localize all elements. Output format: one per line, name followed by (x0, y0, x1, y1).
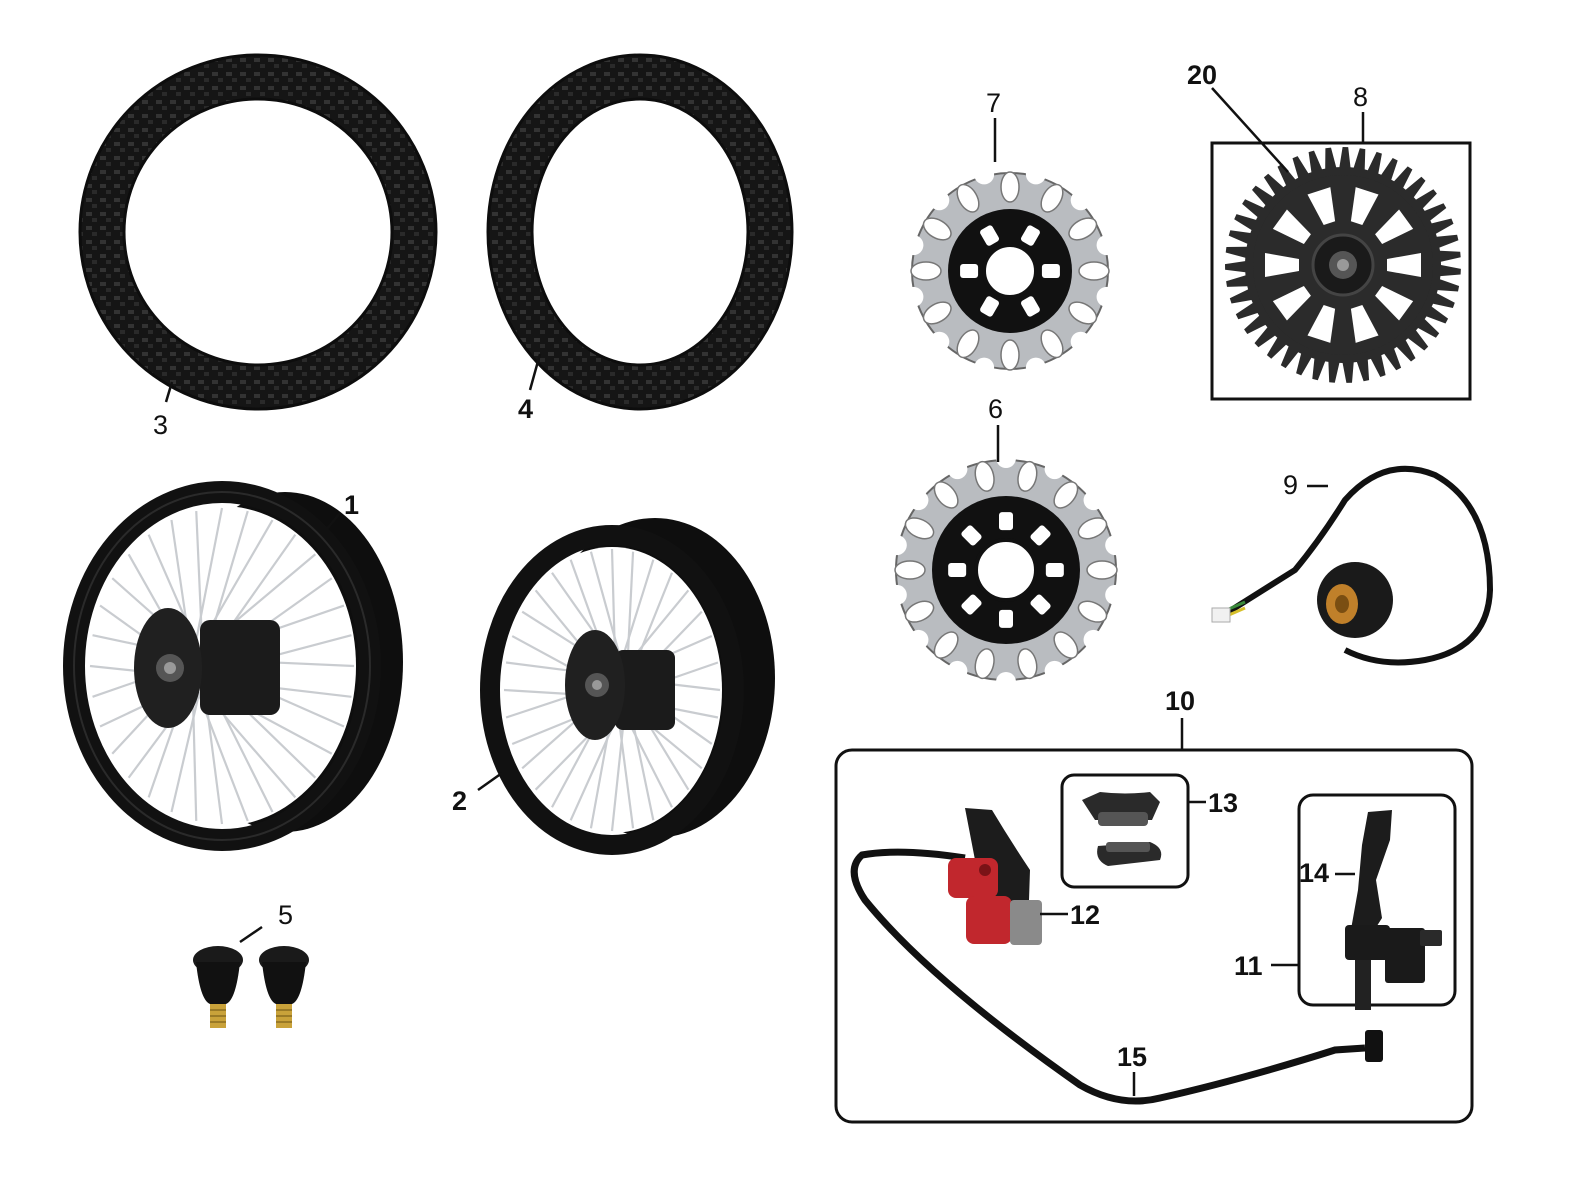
callout-8: 8 (1353, 82, 1368, 112)
brake-disc-part-7 (903, 164, 1117, 378)
frame-part-13 (1060, 773, 1190, 889)
callout-5: 5 (278, 900, 293, 930)
brake-hose-part-15 (850, 848, 1366, 1105)
callout-2: 2 (452, 786, 467, 816)
callout-10: 10 (1165, 686, 1195, 716)
wheel-part-1 (63, 481, 403, 851)
valve-stems-part-5 (193, 946, 309, 1028)
callout-12: 12 (1070, 900, 1100, 930)
callout-14: 14 (1299, 858, 1329, 888)
brake-disc-part-6 (886, 448, 1126, 692)
frame-part-11 (1297, 793, 1457, 1007)
wheel-part-2 (480, 518, 775, 855)
frame-part-8 (1210, 141, 1472, 401)
callout-3: 3 (153, 410, 168, 440)
brake-pads-part-13 (1082, 792, 1162, 866)
leader-20 (1211, 87, 1289, 173)
leader-1 (321, 512, 341, 536)
leader-5 (239, 925, 263, 944)
master-cylinder-part-11 (1345, 810, 1442, 1062)
callout-1: 1 (344, 490, 359, 520)
leader-2 (477, 771, 503, 792)
leader-3 (164, 381, 174, 403)
sprocket-part-20 (1225, 147, 1461, 383)
callout-13: 13 (1208, 788, 1238, 818)
spokes-part-2 (503, 548, 721, 832)
leader-4 (528, 353, 542, 391)
callout-9: 9 (1283, 470, 1298, 500)
speedo-cable-part-9 (1211, 465, 1494, 666)
callout-7: 7 (986, 88, 1001, 118)
frame-part-10 (834, 748, 1474, 1124)
caliper-part-12 (948, 808, 1042, 945)
tire-part-4 (486, 53, 794, 411)
callout-6: 6 (988, 394, 1003, 424)
tire-part-3 (78, 53, 438, 411)
callout-4: 4 (518, 394, 533, 424)
callout-15: 15 (1117, 1042, 1147, 1072)
callout-11: 11 (1234, 951, 1263, 981)
callout-20: 20 (1187, 60, 1217, 90)
